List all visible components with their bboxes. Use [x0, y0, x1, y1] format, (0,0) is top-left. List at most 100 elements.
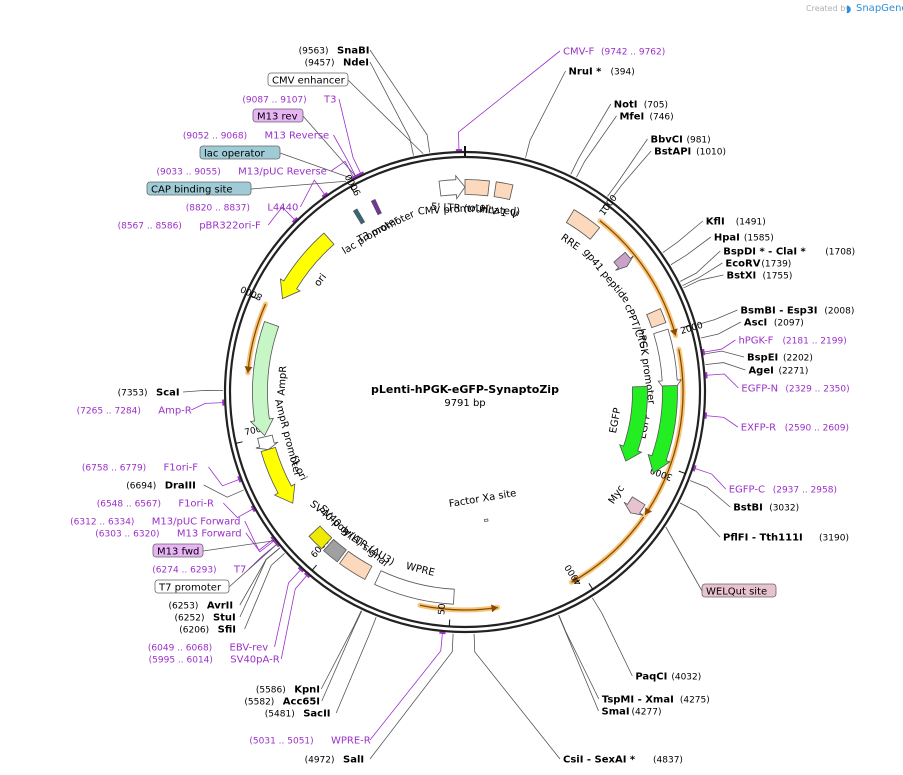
- site-leader-nrui: [525, 70, 566, 158]
- primer-leader-l4440: [300, 179, 326, 208]
- primer-f1ori-f-label: F1ori-F: [164, 463, 199, 474]
- primer-wpre-r-position: (5031 .. 5051): [249, 737, 313, 747]
- primer-ebv-rev-position: (6049 .. 6068): [148, 644, 212, 654]
- primer-t7-position: (6274 .. 6293): [152, 566, 216, 576]
- site-scai-position: (7353): [118, 389, 148, 399]
- feature-leader-lac-operator: [279, 152, 352, 179]
- snapgene-logo-icon: ◗: [846, 4, 851, 15]
- feature-leader-m13-fwd: [202, 540, 275, 552]
- site-leader-smai: [558, 615, 599, 712]
- site-pflfi-tth111i-position: (3190): [819, 534, 849, 544]
- site-bstbi-position: (3032): [769, 504, 799, 514]
- site-leader-kfli: [662, 220, 704, 253]
- tick-mark: [250, 295, 258, 300]
- site-snabi-label: SnaBI: [337, 46, 369, 57]
- site-leader-csii-sexai: [473, 633, 561, 760]
- primer-pbr322ori-f-label: pBR322ori-F: [199, 221, 261, 232]
- site-nrui-position: (394): [611, 68, 635, 78]
- feature-egfp-outer: [647, 385, 678, 474]
- feature-label-factor-xa-site: Factor Xa site: [448, 488, 517, 510]
- primer-l4440-position: (8820 .. 8837): [186, 204, 250, 214]
- site-leader-ndei: [369, 61, 414, 156]
- site-avrii-label: AvrII: [207, 601, 233, 612]
- primer-pbr322ori-f-position: (8567 .. 8586): [118, 222, 182, 232]
- feature-tag-m13-rev: [252, 108, 304, 123]
- site-kpni-label: KpnI: [294, 685, 320, 696]
- primer-leader-t3: [338, 98, 362, 174]
- site-asci-position: (2097): [774, 319, 804, 329]
- primer-m13-forward-position: (6303 .. 6320): [95, 530, 159, 540]
- site-leader-paqci: [592, 597, 633, 677]
- tick-mark: [235, 441, 243, 444]
- primer-m13-forward-label: M13 Forward: [177, 529, 242, 540]
- site-leader-kpni: [320, 610, 362, 690]
- primer-leader-wpre-r: [369, 632, 443, 741]
- primer-mark: [439, 631, 446, 635]
- primer-leader-f1ori-f: [208, 466, 240, 487]
- site-sacii-label: SacII: [303, 709, 330, 720]
- primer-leader-exfp-r: [705, 415, 738, 428]
- site-bspdi-clai-label: BspDI * - ClaI *: [723, 247, 806, 258]
- tick-mark: [350, 186, 355, 193]
- feature-ori: [279, 232, 335, 300]
- feature-lac-promoter: [352, 208, 366, 225]
- primer-mark: [304, 572, 311, 579]
- site-sfii-label: SfiI: [218, 625, 236, 636]
- site-bstbi-label: BstBI: [733, 503, 763, 514]
- backbone-inner-ring: [228, 155, 702, 629]
- site-leader-tspmi-xmai: [558, 614, 600, 700]
- site-tspmi-xmai-label: TspMI - XmaI: [602, 695, 674, 706]
- site-ndei-label: NdeI: [343, 58, 369, 69]
- feature-5-ltr-truncated: [464, 179, 490, 197]
- site-kfli-label: KflI: [706, 217, 725, 228]
- site-noti-label: NotI: [614, 100, 638, 111]
- site-mfei-label: MfeI: [619, 112, 644, 123]
- primer-wpre-r-label: WPRE-R: [331, 736, 371, 747]
- primer-f1ori-r-position: (6548 .. 6567): [97, 500, 161, 510]
- primer-mark: [692, 465, 697, 472]
- site-bstxi-position: (1755): [762, 272, 792, 282]
- feature-tag-welqut-site: [701, 583, 777, 598]
- plasmid-size: 9791 bp: [444, 398, 485, 409]
- tick-mark: [678, 470, 686, 475]
- feature-wpre: [374, 570, 455, 605]
- primer-mark: [291, 217, 298, 223]
- primer-leader-f1ori-r: [223, 502, 254, 519]
- feature-sv40-ori: [308, 525, 333, 550]
- site-leader-agei: [705, 362, 746, 371]
- feature-label-cmv-promoter: CMV promoter: [418, 202, 491, 217]
- site-hpai-position: (1585): [744, 234, 774, 244]
- label-leader-lines: [182, 49, 746, 760]
- site-kpni-position: (5586): [256, 686, 286, 696]
- primer-mark: [350, 174, 357, 180]
- site-leader-acc65i: [321, 610, 363, 702]
- primer-egfp-n-label: EGFP-N: [741, 384, 778, 395]
- site-bspei-label: BspEI: [747, 353, 778, 364]
- primer-m13-puc-forward-position: (6312 .. 6334): [70, 518, 134, 528]
- orf-arrowhead: [670, 328, 678, 336]
- primer-mark: [237, 476, 242, 483]
- site-leader-ecorv: [682, 262, 723, 287]
- site-draiii-position: (6694): [126, 482, 156, 492]
- site-leader-pflfi-tth111i: [679, 502, 721, 538]
- labels: SnaBI(9563)NdeI(9457)NruI *(394)NotI(705…: [70, 46, 855, 766]
- primer-hpgk-f-position: (2181 .. 2199): [782, 337, 846, 347]
- site-leader-bspei: [703, 350, 745, 358]
- primer-l4440-label: L4440: [267, 203, 298, 214]
- primer-leader-egfp-c: [694, 467, 727, 490]
- feature-ampr-promoter: [255, 434, 279, 450]
- primer-hpgk-f-label: hPGK-F: [738, 336, 773, 347]
- primer-leader-m13-reverse: [333, 134, 356, 177]
- site-ecorv-position: (1739): [761, 260, 791, 270]
- primer-mark: [250, 505, 256, 513]
- site-ecorv-label: EcoRV: [725, 259, 760, 270]
- site-kfli-position: (1491): [736, 218, 766, 228]
- feature-egfp-inner: [619, 385, 648, 462]
- site-leader-bspdi-clai: [680, 250, 721, 282]
- primer-mark: [274, 541, 280, 548]
- feature-label-wpre: WPRE: [405, 561, 436, 579]
- feature-leader-cap-binding-site: [250, 180, 347, 190]
- primer-leader-pbr322ori-f: [267, 206, 296, 226]
- site-leader-mfei: [576, 115, 617, 178]
- feature-cmv-promoter: [438, 174, 466, 200]
